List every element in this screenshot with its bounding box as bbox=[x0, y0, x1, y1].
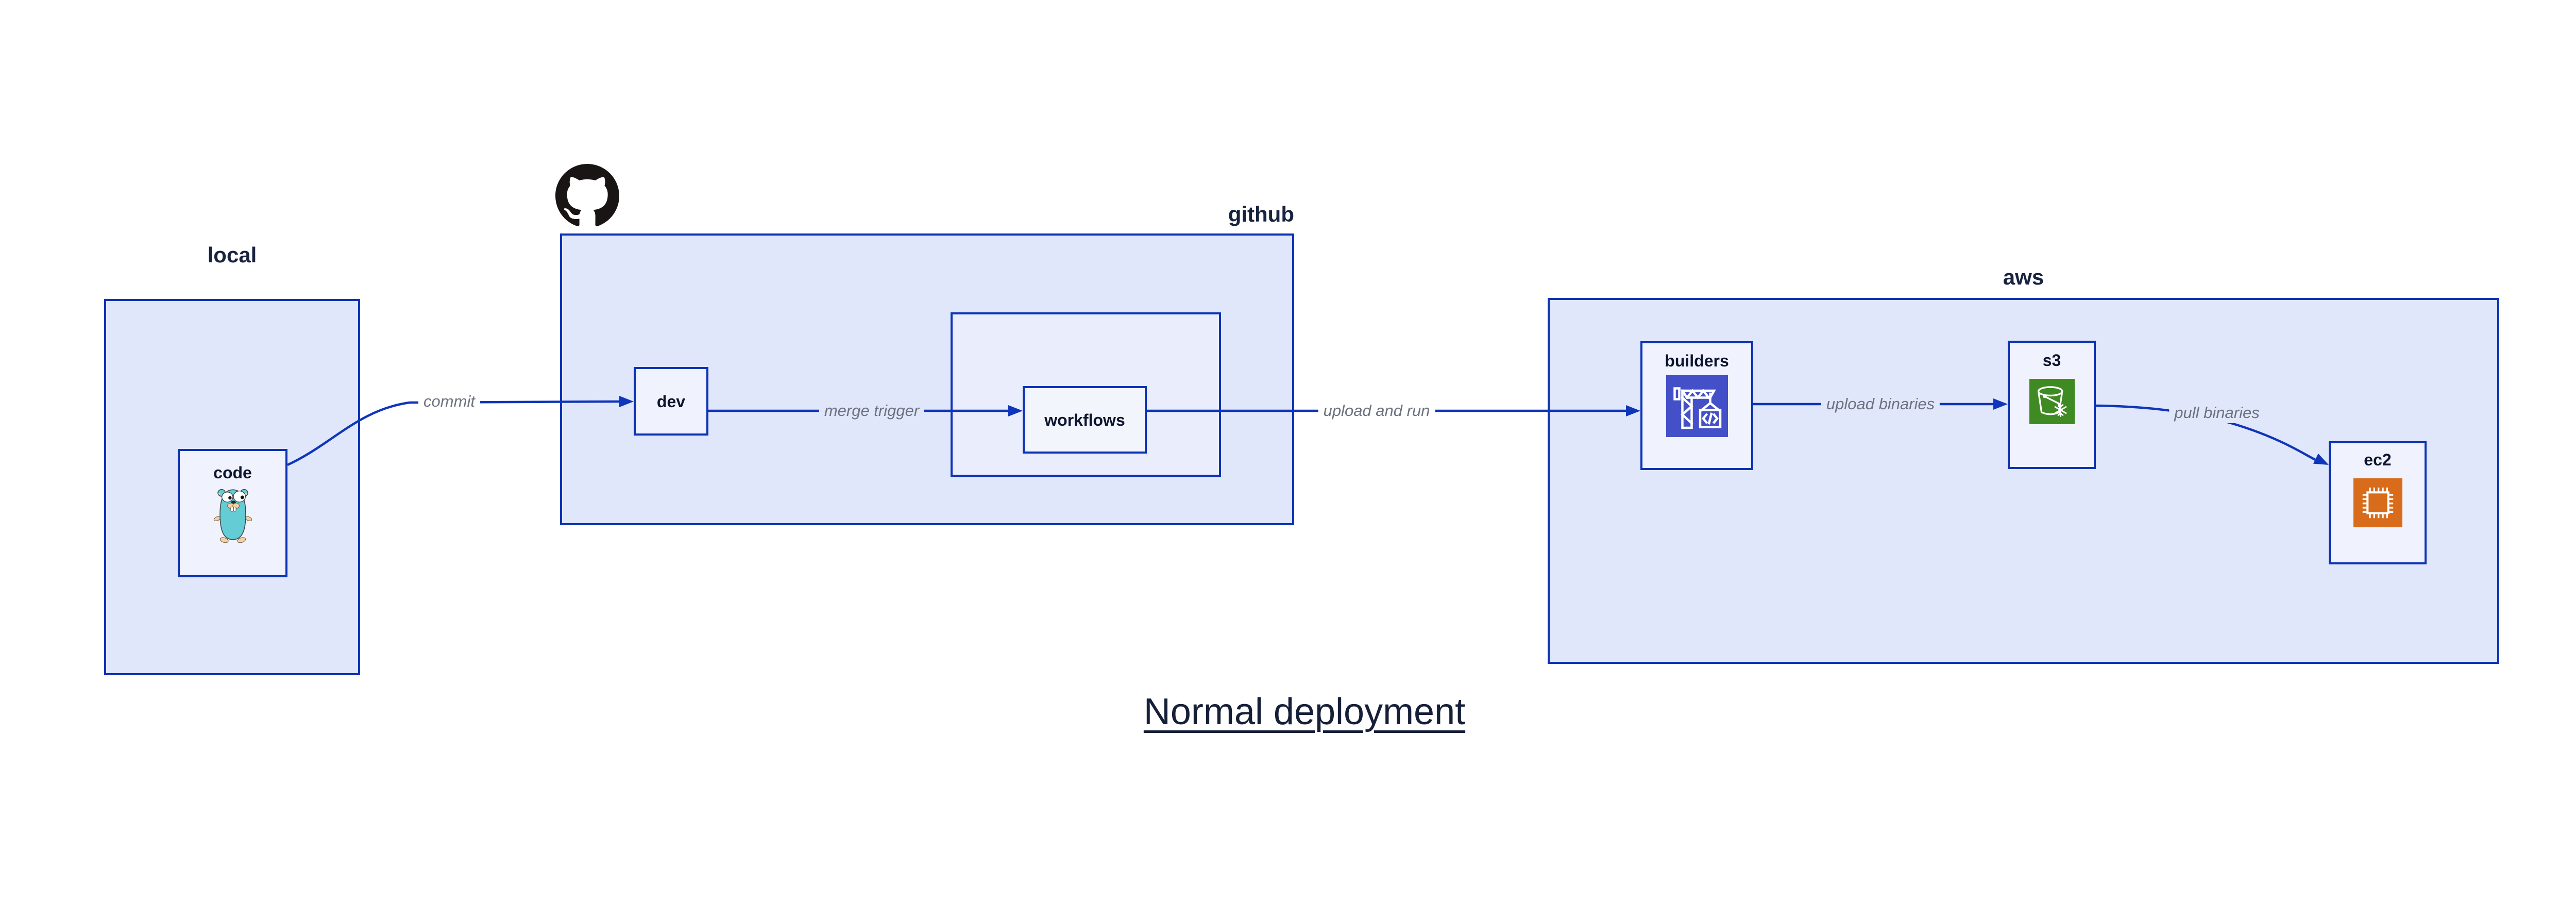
edge-merge-trigger-label: merge trigger bbox=[819, 400, 925, 421]
node-builders: builders bbox=[1640, 341, 1753, 470]
node-ec2: ec2 bbox=[2329, 441, 2427, 564]
node-s3: s3 bbox=[2008, 341, 2096, 469]
edge-pull-binaries-label: pull binaries bbox=[2169, 403, 2265, 423]
container-github-label: github bbox=[1228, 202, 1294, 226]
edge-upload-binaries-label: upload binaries bbox=[1821, 394, 1940, 414]
node-builders-label: builders bbox=[1665, 352, 1729, 370]
container-aws-label: aws bbox=[2003, 265, 2044, 289]
s3-bucket-icon bbox=[2029, 379, 2075, 424]
edge-commit-label: commit bbox=[418, 391, 480, 412]
node-s3-label: s3 bbox=[2042, 351, 2061, 370]
node-code-label: code bbox=[213, 463, 252, 482]
node-ec2-label: ec2 bbox=[2364, 450, 2392, 469]
node-dev-label: dev bbox=[656, 392, 686, 411]
node-code: code bbox=[178, 449, 287, 577]
container-local-label: local bbox=[207, 243, 257, 267]
go-gopher-icon bbox=[213, 489, 252, 543]
ec2-chip-icon bbox=[2353, 478, 2402, 527]
node-dev: dev bbox=[634, 367, 708, 436]
diagram-title: Normal deployment bbox=[1143, 691, 1466, 732]
node-workflows: workflows bbox=[1023, 386, 1147, 454]
codebuild-crane-icon bbox=[1666, 375, 1728, 437]
node-workflows-label: workflows bbox=[1044, 410, 1125, 429]
edge-upload-and-run-label: upload and run bbox=[1318, 400, 1435, 421]
github-logo-icon bbox=[555, 164, 619, 228]
